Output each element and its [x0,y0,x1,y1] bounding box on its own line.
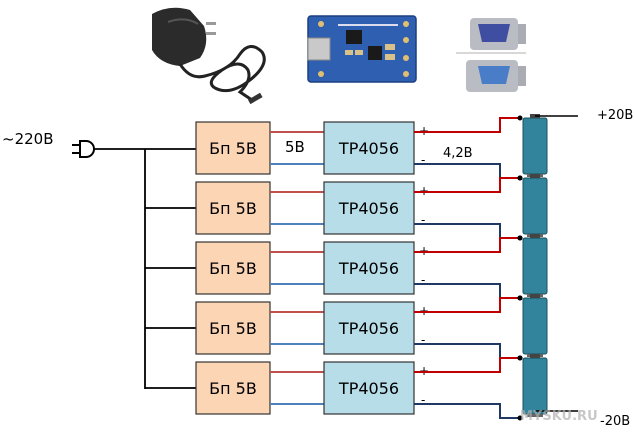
battery-terminal [530,294,540,298]
mains-input-label: ~220В [2,130,54,148]
output-minus-label: -20В [600,414,630,429]
battery-bottom [527,414,543,417]
battery-terminal [530,234,540,238]
charger-positive-wire [414,297,520,313]
battery-cell [522,177,548,235]
charger-box [323,121,415,175]
charger-label: TP4056 [338,379,399,398]
wall-adapter-photo [152,7,266,105]
charger-box [323,361,415,415]
charger-negative-wire [414,223,520,239]
charger-box [323,241,415,295]
charger-label: TP4056 [338,139,399,158]
minus-sign: - [421,393,425,407]
battery-cell [522,237,548,295]
charger-label: TP4056 [338,199,399,218]
psu-label: Бп 5В [209,139,257,158]
psu-label: Бп 5В [209,319,257,338]
junction-dot [517,295,523,301]
charger-negative-wire [414,163,520,179]
minus-sign: - [421,153,425,167]
watermark: MYSKU.RU [520,409,598,424]
junction-dot [517,235,523,241]
psu-box [195,361,271,415]
psu-output-voltage-label: 5В [285,138,305,156]
charger-negative-wire [414,403,520,419]
charger-positive-wire [414,177,520,193]
psu-box [195,241,271,295]
charger-negative-wire [414,343,520,359]
charger-box [323,181,415,235]
battery-cell [522,117,548,175]
junction-dot [517,415,523,421]
battery-cell [522,297,548,355]
junction-dot [517,355,523,361]
cell-voltage-label: 4,2В [443,146,473,161]
charger-positive-wire [414,237,520,253]
battery-terminal [530,174,540,178]
minus-sign: - [421,273,425,287]
output-plus-label: +20В [597,108,633,123]
psu-box [195,181,271,235]
junction-dot [517,115,523,121]
charger-box [323,301,415,355]
charger-positive-wire [414,117,520,133]
charger-label: TP4056 [338,319,399,338]
minus-sign: - [421,213,425,227]
vga-gender-changer-photo [456,18,526,92]
battery-terminal [530,354,540,358]
mains-plug-icon [72,140,95,158]
psu-box [195,121,271,175]
psu-label: Бп 5В [209,379,257,398]
minus-sign: - [421,333,425,347]
psu-label: Бп 5В [209,259,257,278]
tp4056-module-photo [307,15,417,83]
battery-cell [522,357,548,415]
charger-positive-wire [414,357,520,373]
charger-label: TP4056 [338,259,399,278]
charger-negative-wire [414,283,520,299]
psu-label: Бп 5В [209,199,257,218]
psu-box [195,301,271,355]
junction-dot [517,175,523,181]
